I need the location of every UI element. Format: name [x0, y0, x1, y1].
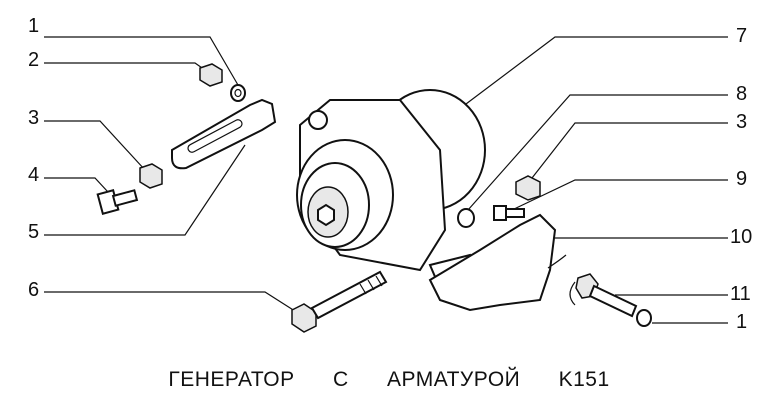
callout-3-right: 3 [736, 111, 748, 133]
callout-8: 8 [736, 83, 748, 105]
spacer-part-8 [457, 208, 475, 228]
washer-part-1 [230, 84, 246, 102]
nut-part-3-right [515, 175, 541, 201]
caption-code: K151 [558, 368, 610, 391]
leader-lines-left [44, 36, 299, 314]
callout-11: 11 [730, 283, 751, 305]
adjusting-bracket-part-5 [171, 98, 277, 170]
bolt-part-11 [575, 273, 638, 318]
callout-3: 3 [28, 107, 40, 129]
nut-part-3 [139, 163, 163, 189]
callout-1: 1 [28, 15, 40, 37]
callout-9: 9 [736, 168, 748, 190]
mounting-bracket-part-10 [428, 213, 557, 312]
long-bolt-part-6 [291, 270, 388, 333]
caption-word-3: АРМАТУРОЙ [386, 368, 521, 391]
callout-1-right: 1 [736, 311, 748, 333]
nut-part-2 [199, 63, 223, 87]
callout-4: 4 [28, 164, 40, 186]
bolt-part-9 [493, 205, 525, 221]
caption-word-2: С [332, 368, 349, 391]
callout-10: 10 [730, 226, 753, 248]
callout-2: 2 [28, 49, 40, 71]
leader-lines-right [457, 36, 728, 324]
callout-6: 6 [28, 279, 40, 301]
bolt-part-4 [96, 189, 139, 215]
callout-7: 7 [736, 25, 748, 47]
diagram-caption: ГЕНЕРАТОР С АРМАТУРОЙ K151 [0, 368, 778, 392]
caption-word-1: ГЕНЕРАТОР [168, 368, 295, 391]
callout-5: 5 [28, 221, 40, 243]
washer-part-1-bottom [636, 309, 652, 327]
